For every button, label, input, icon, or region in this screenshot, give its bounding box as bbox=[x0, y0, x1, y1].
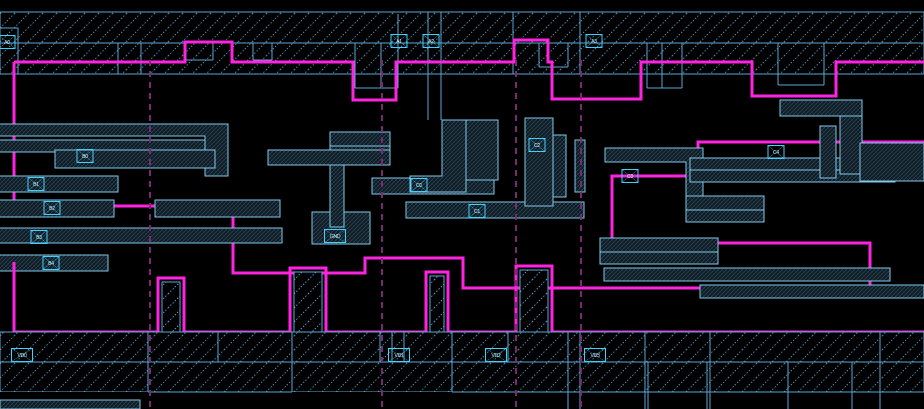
pin-box[interactable] bbox=[484, 347, 508, 363]
pin-cross-icon bbox=[621, 169, 639, 183]
pin-cross-icon bbox=[485, 348, 507, 362]
pin-marker[interactable]: C4 bbox=[767, 144, 785, 160]
pin-box[interactable] bbox=[410, 177, 428, 193]
pin-cross-icon bbox=[585, 34, 603, 48]
pin-marker[interactable]: GND bbox=[323, 228, 347, 244]
pin-marker[interactable]: B2 bbox=[43, 200, 61, 216]
pin-cross-icon bbox=[30, 230, 48, 244]
pin-cross-icon bbox=[388, 348, 410, 362]
pin-label-text: VD3 bbox=[590, 353, 600, 359]
pin-cross-icon bbox=[76, 149, 94, 163]
pin-label-text: GND bbox=[330, 234, 341, 240]
pin-cross-icon bbox=[11, 348, 33, 362]
pin-box[interactable] bbox=[43, 200, 61, 216]
pin-marker[interactable]: VD2 bbox=[484, 347, 508, 363]
pin-marker[interactable]: VD3 bbox=[583, 347, 607, 363]
pin-cross-icon bbox=[27, 177, 45, 191]
pin-label-text: B3 bbox=[36, 235, 42, 241]
pin-marker[interactable]: C1 bbox=[468, 203, 486, 219]
pin-cross-icon bbox=[422, 34, 440, 48]
pin-box[interactable] bbox=[27, 176, 45, 192]
pin-label-text: C0 bbox=[416, 183, 422, 189]
pin-marker[interactable]: VD1 bbox=[387, 347, 411, 363]
pin-label-text: A2 bbox=[428, 39, 434, 45]
pin-label-text: C3 bbox=[627, 174, 633, 180]
pin-marker[interactable]: A1 bbox=[390, 33, 408, 49]
pin-box[interactable] bbox=[387, 347, 411, 363]
pin-box[interactable] bbox=[422, 33, 440, 49]
pin-box[interactable] bbox=[76, 148, 94, 164]
pin-label-text: C1 bbox=[474, 209, 480, 215]
metal-routing-layer[interactable] bbox=[0, 99, 924, 299]
pin-label-text: VD2 bbox=[491, 353, 501, 359]
pin-label-text: VD1 bbox=[394, 353, 404, 359]
pin-box[interactable] bbox=[468, 203, 486, 219]
pin-marker[interactable]: B1 bbox=[27, 176, 45, 192]
pin-label-text: C4 bbox=[773, 150, 779, 156]
lower-left-metal[interactable] bbox=[0, 399, 141, 409]
pin-cross-icon bbox=[410, 178, 428, 192]
pin-cross-icon bbox=[468, 204, 486, 218]
pin-marker[interactable]: A0 bbox=[0, 34, 16, 50]
pin-cross-icon bbox=[0, 35, 16, 49]
pin-marker[interactable]: C3 bbox=[621, 168, 639, 184]
pin-box[interactable] bbox=[767, 144, 785, 160]
vertical-guide-lines bbox=[149, 60, 582, 409]
pin-label-text: A1 bbox=[396, 39, 402, 45]
pin-box[interactable] bbox=[30, 229, 48, 245]
pin-box[interactable] bbox=[42, 255, 60, 271]
pin-label-text: A0 bbox=[4, 40, 10, 46]
pin-label-text: A3 bbox=[591, 39, 597, 45]
pin-box[interactable] bbox=[585, 33, 603, 49]
pin-box[interactable] bbox=[323, 228, 347, 244]
pin-cross-icon bbox=[528, 138, 546, 152]
pin-marker[interactable]: A3 bbox=[585, 33, 603, 49]
pin-box[interactable] bbox=[0, 34, 16, 50]
pin-label-text: VD0 bbox=[17, 353, 27, 359]
pin-box[interactable] bbox=[621, 168, 639, 184]
pin-marker[interactable]: B3 bbox=[30, 229, 48, 245]
pin-cross-icon bbox=[767, 145, 785, 159]
pin-box[interactable] bbox=[390, 33, 408, 49]
pin-marker[interactable]: A2 bbox=[422, 33, 440, 49]
pin-box[interactable] bbox=[10, 347, 34, 363]
pin-cross-icon bbox=[42, 256, 60, 270]
pin-cross-icon bbox=[390, 34, 408, 48]
nwell-top-comb[interactable] bbox=[14, 38, 924, 102]
pin-marker[interactable]: B0 bbox=[76, 148, 94, 164]
bottom-diffusion-band[interactable] bbox=[0, 331, 924, 409]
pin-cross-icon bbox=[324, 229, 346, 243]
pin-marker[interactable]: C2 bbox=[528, 137, 546, 153]
top-diffusion-band[interactable] bbox=[0, 11, 924, 120]
pin-label-text: C2 bbox=[534, 143, 540, 149]
pin-label-text: B2 bbox=[49, 206, 55, 212]
nwell-bottom-tabs[interactable] bbox=[156, 264, 554, 332]
pin-box[interactable] bbox=[528, 137, 546, 153]
pin-label-text: B4 bbox=[48, 261, 54, 267]
pin-marker[interactable]: VD0 bbox=[10, 347, 34, 363]
pin-marker[interactable]: C0 bbox=[410, 177, 428, 193]
pin-label-text: B1 bbox=[33, 182, 39, 188]
pin-cross-icon bbox=[43, 201, 61, 215]
pin-label-text: B0 bbox=[82, 154, 88, 160]
pin-box[interactable] bbox=[583, 347, 607, 363]
pin-cross-icon bbox=[584, 348, 606, 362]
pin-marker[interactable]: B4 bbox=[42, 255, 60, 271]
bottom-tab-diffusion bbox=[161, 269, 549, 333]
